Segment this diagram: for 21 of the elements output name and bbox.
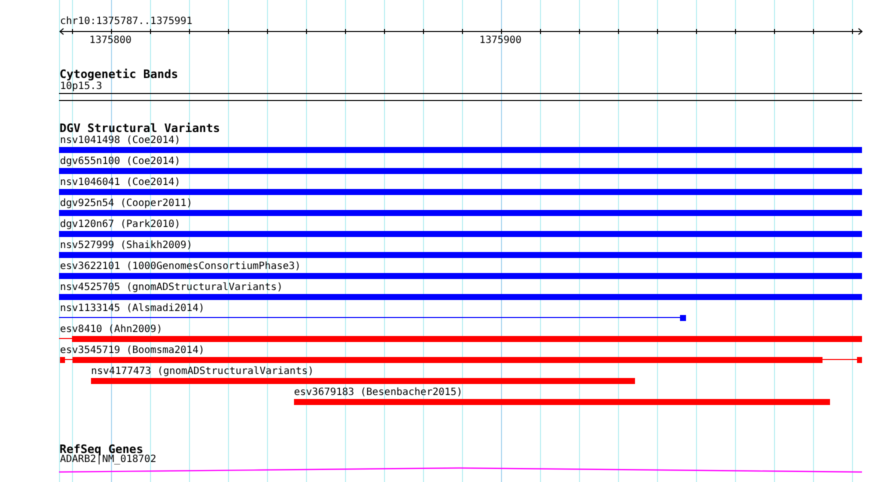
gene-label: ADARB2|NM_018702 xyxy=(60,454,156,466)
variant-label: dgv655n100 (Coe2014) xyxy=(60,156,180,168)
variant-label: nsv4525705 (gnomADStructuralVariants) xyxy=(60,282,283,294)
variant-label: nsv1133145 (Alsmadi2014) xyxy=(60,302,204,314)
variant-label: nsv1041498 (Coe2014) xyxy=(60,134,180,146)
variant-label: nsv527999 (Shaikh2009) xyxy=(60,240,192,252)
variant-label: dgv120n67 (Park2010) xyxy=(60,218,180,230)
variant-label: esv3622101 (1000GenomesConsortiumPhase3) xyxy=(60,260,301,272)
variant-label: esv8410 (Ahn2009) xyxy=(60,324,162,336)
variant-label: esv3679183 (Besenbacher2015) xyxy=(294,386,463,398)
track-title: Cytogenetic Bands xyxy=(60,66,178,80)
variant-label: nsv4177473 (gnomADStructuralVariants) xyxy=(91,366,314,378)
tick-label: 1375800 xyxy=(89,34,132,46)
variant-label: esv3545719 (Boomsma2014) xyxy=(60,344,204,356)
track-title: RefSeq Genes xyxy=(60,442,144,456)
track-title: DGV Structural Variants xyxy=(60,120,220,134)
variant-label: dgv925n54 (Cooper2011) xyxy=(60,198,192,210)
locus-label: chr10:1375787..1375991 xyxy=(60,16,192,28)
variant-label: nsv1046041 (Coe2014) xyxy=(60,176,180,188)
band-label: 10p15.3 xyxy=(60,80,102,92)
tick-label: 1375900 xyxy=(479,34,522,46)
